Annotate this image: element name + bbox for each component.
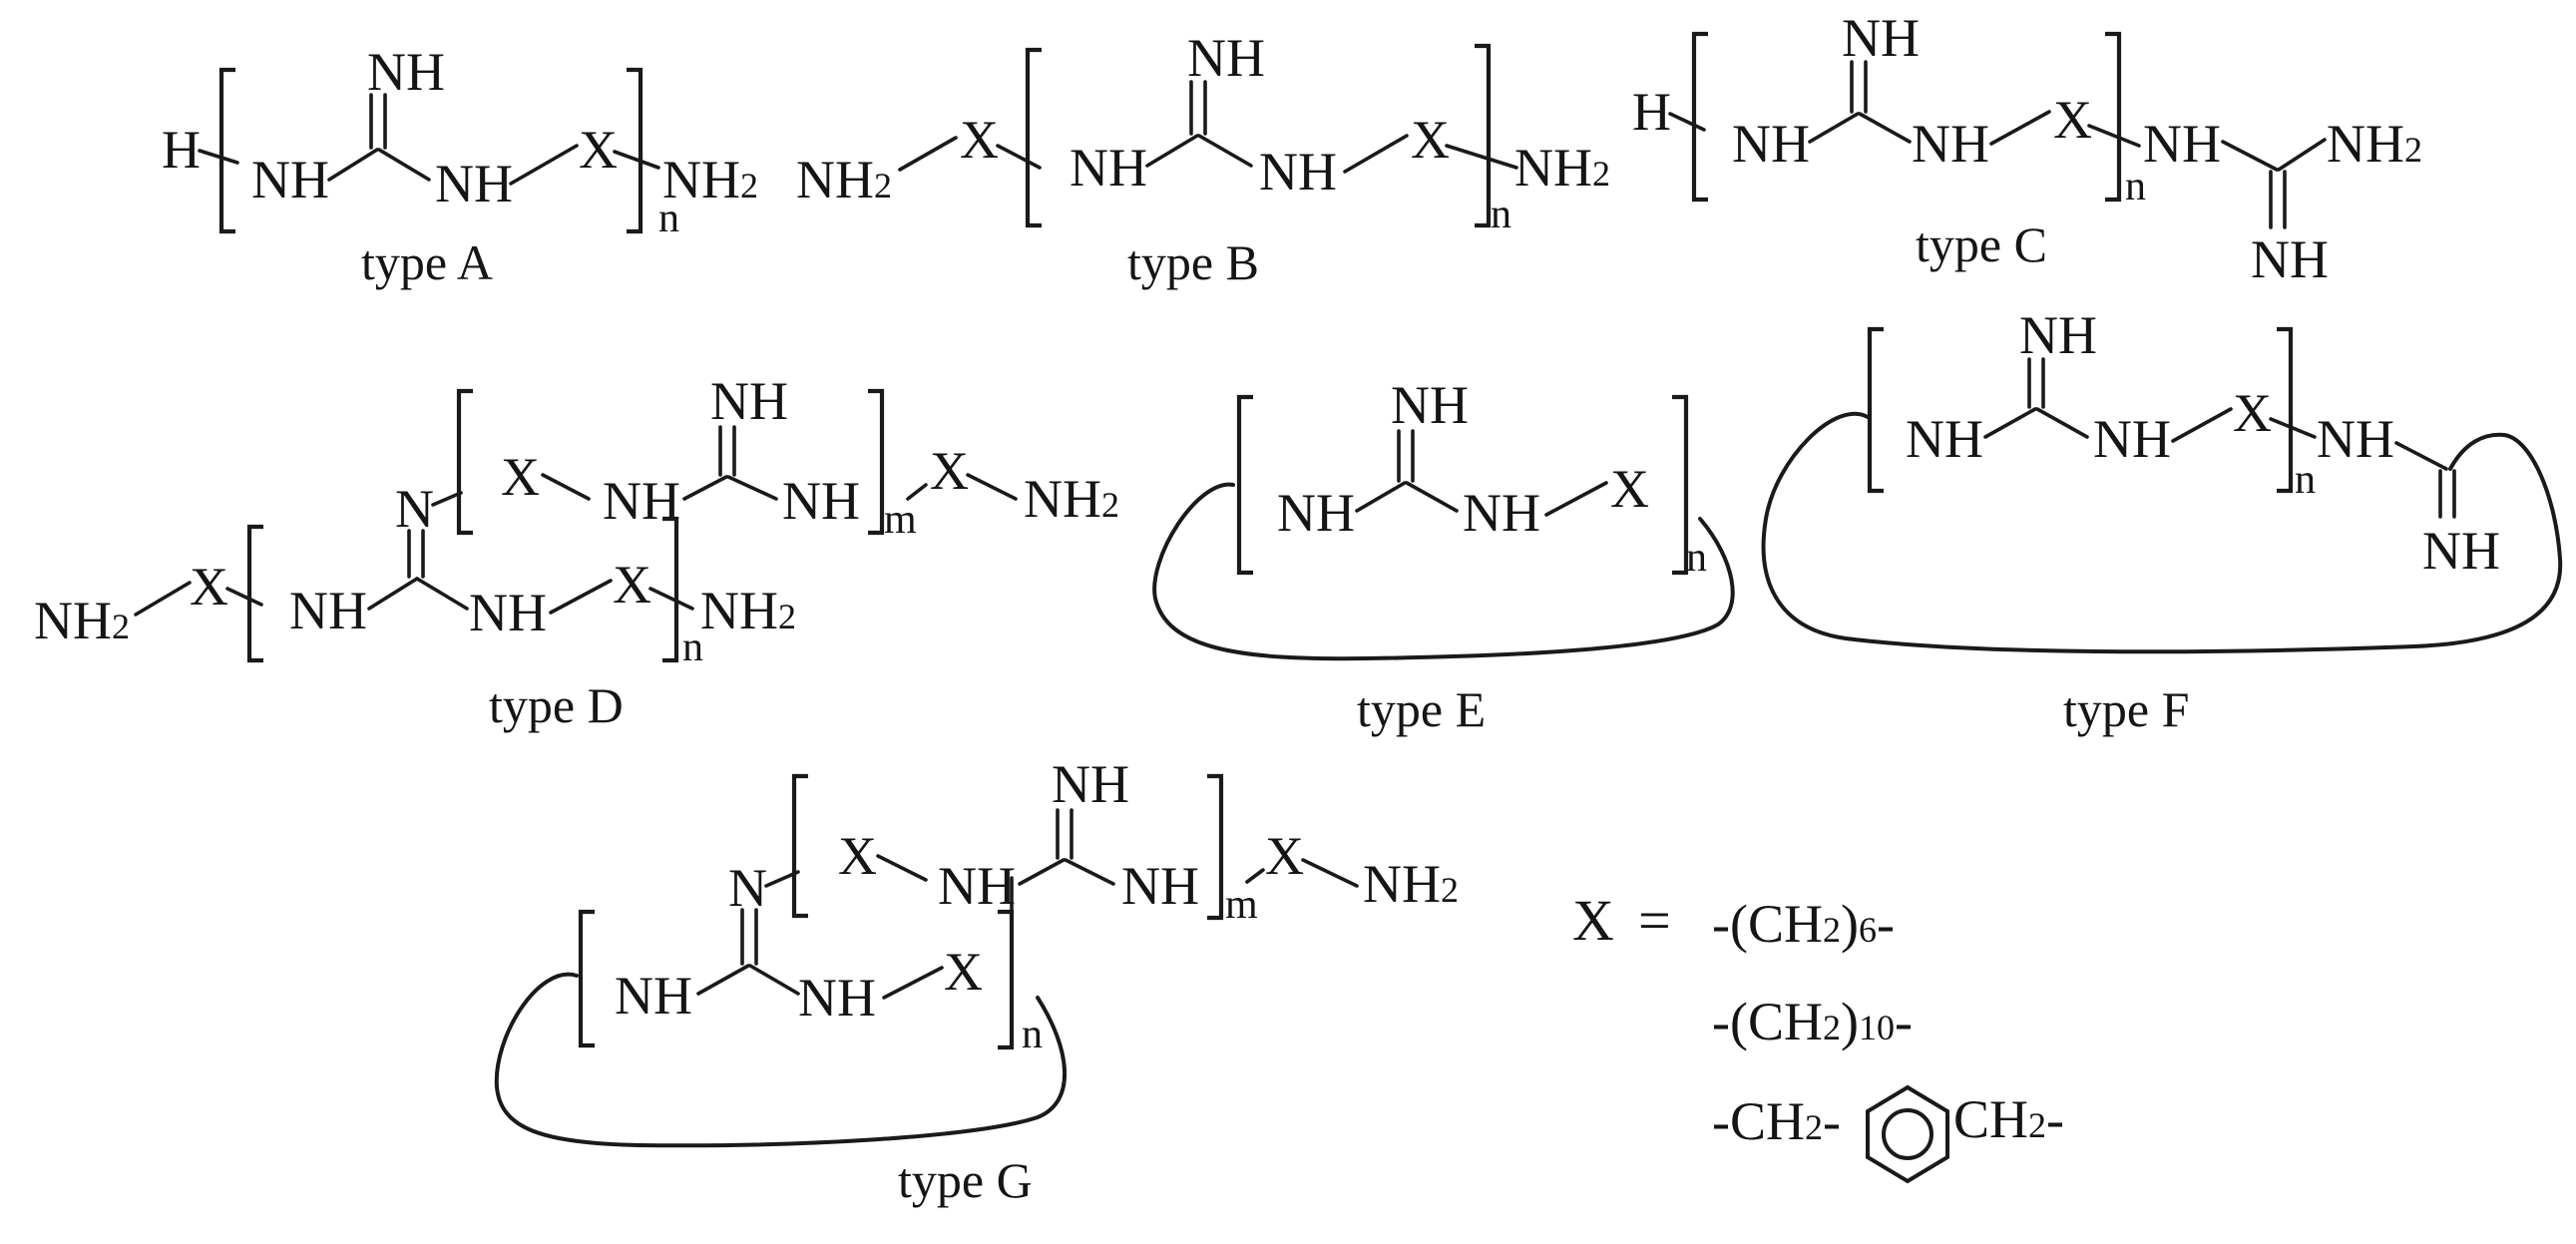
structure-type-a: H NH NH NH X n NH2 type A <box>162 42 758 290</box>
x-linker: X <box>1411 110 1450 170</box>
nh-atom: NH <box>435 154 513 213</box>
nh2-terminal: NH2 <box>1514 138 1610 198</box>
nh-atom: NH <box>938 856 1016 916</box>
structure-type-e: NH NH NH X n type E <box>1152 375 1735 737</box>
repeat-index-n: n <box>658 196 679 241</box>
benzene-ring-icon <box>1866 1084 1949 1184</box>
repeat-index-n: n <box>1491 192 1511 237</box>
cyclic-ring-bond <box>494 972 1068 1148</box>
nh-atom: NH <box>1259 142 1337 202</box>
repeat-index-n: n <box>2125 164 2146 209</box>
x-linker: X <box>1610 459 1649 519</box>
equals-sign: = <box>1638 888 1671 953</box>
structure-type-f: NH NH NH X n NH NH type F <box>1761 305 2563 737</box>
x-linker: X <box>579 120 618 180</box>
repeat-index-m: m <box>1225 882 1258 928</box>
nh-atom: NH <box>615 966 692 1026</box>
nh-atom: NH <box>1070 138 1147 198</box>
ch2-right: CH2- <box>1953 1089 2064 1149</box>
nh-imine: NH <box>1842 8 1920 68</box>
nh-atom: NH <box>289 581 367 640</box>
nh-atom: NH <box>782 471 860 531</box>
structure-type-b: NH2 X NH NH NH X n NH2 type B <box>796 28 1610 290</box>
structure-type-d: N X NH NH NH m X NH2 NH2 X NH NH X n NH2 <box>34 371 1119 733</box>
ch2-left: -CH2- <box>1712 1091 1841 1151</box>
nh2-terminal: NH2 <box>34 591 130 650</box>
nh-imine: NH <box>1187 28 1265 88</box>
cyclic-ring-bond <box>1761 411 2563 654</box>
nh-imine: NH <box>2019 305 2097 365</box>
x-linker: X <box>1265 826 1304 886</box>
nh-imine: NH <box>367 42 445 102</box>
n-branch-atom: N <box>728 858 767 918</box>
nh-imine: NH <box>1052 754 1129 814</box>
x-linker: X <box>838 826 877 886</box>
nh-atom: NH <box>1277 483 1355 543</box>
nh-atom: NH <box>798 968 876 1028</box>
x-linker: X <box>960 110 999 170</box>
nh2-terminal: NH2 <box>700 581 796 640</box>
structure-type-c: H NH NH NH X n NH NH NH2 type C <box>1632 8 2422 289</box>
nh-atom: NH <box>1912 114 1989 174</box>
repeat-index-n: n <box>682 624 703 670</box>
x-option-hexamethylene: -(CH2)6- <box>1712 894 1895 954</box>
nh-atom: NH <box>251 150 329 209</box>
repeat-index-n: n <box>1022 1012 1043 1057</box>
n-branch-atom: N <box>395 479 434 539</box>
h-terminal: H <box>162 120 201 180</box>
cyclic-ring-bond <box>1152 482 1735 661</box>
x-label: X <box>1572 888 1614 953</box>
caption-type-a: type A <box>361 234 493 290</box>
nh-imine: NH <box>2422 521 2500 581</box>
nh2-terminal: NH2 <box>1363 854 1459 914</box>
caption-type-f: type F <box>2063 681 2189 737</box>
x-linker: X <box>944 942 983 1002</box>
nh-atom: NH <box>603 471 680 531</box>
nh-atom: NH <box>469 583 547 642</box>
nh-atom: NH <box>2143 114 2221 174</box>
nh2-terminal: NH2 <box>1024 469 1119 529</box>
nh2-terminal: NH2 <box>2327 114 2422 174</box>
x-linker: X <box>2233 383 2272 443</box>
nh-atom: NH <box>1121 856 1199 916</box>
nh-imine: NH <box>710 371 788 431</box>
caption-type-b: type B <box>1127 234 1259 290</box>
nh2-terminal: NH2 <box>796 150 892 209</box>
nh2-terminal: NH2 <box>662 150 758 209</box>
nh-imine: NH <box>1391 375 1469 435</box>
h-terminal: H <box>1632 82 1671 142</box>
repeat-index-m: m <box>884 497 917 543</box>
x-linker: X <box>2053 90 2092 150</box>
x-option-decamethylene: -(CH2)10- <box>1712 992 1913 1051</box>
caption-type-c: type C <box>1916 216 2047 272</box>
x-substituent-definition: X = -(CH2)6- -(CH2)10- -CH2- CH2- <box>1572 888 2064 1184</box>
nh-imine: NH <box>2251 229 2329 289</box>
caption-type-g: type G <box>898 1152 1033 1208</box>
x-linker: X <box>613 555 651 615</box>
nh-atom: NH <box>1906 409 1983 469</box>
nh-atom: NH <box>2317 409 2394 469</box>
nh-atom: NH <box>1463 483 1540 543</box>
x-option-xylylene: -CH2- CH2- <box>1712 1084 2064 1184</box>
x-linker: X <box>501 447 540 507</box>
caption-type-d: type D <box>489 677 624 733</box>
structure-type-g: N X NH NH NH m X NH2 NH NH X n type G <box>494 754 1459 1208</box>
x-linker: X <box>190 557 228 617</box>
repeat-index-n: n <box>2295 457 2316 503</box>
repeat-index-n: n <box>1686 535 1707 581</box>
x-linker: X <box>930 441 969 501</box>
nh-atom: NH <box>2093 409 2171 469</box>
nh-atom: NH <box>1732 114 1810 174</box>
caption-type-e: type E <box>1357 681 1486 737</box>
